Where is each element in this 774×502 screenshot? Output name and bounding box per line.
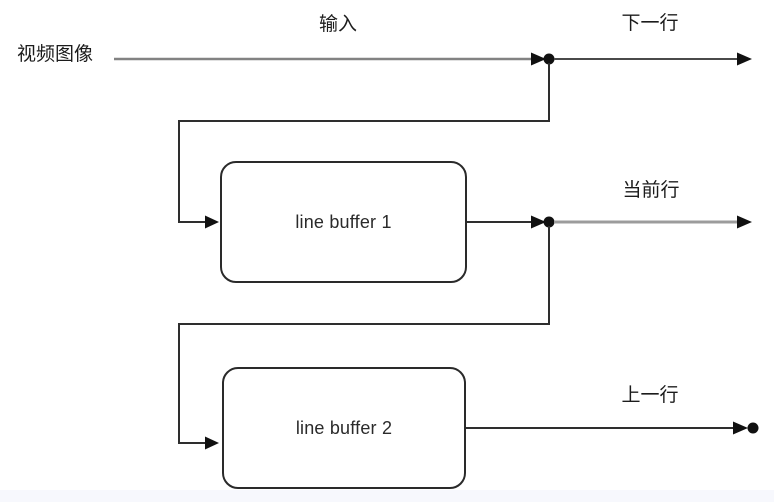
node-line-buffer-2-label: line buffer 2 <box>295 417 393 438</box>
input-edge-label: 输入 <box>318 14 357 35</box>
node-line-buffer-2: line buffer 2 <box>222 367 466 489</box>
junction-dot-2 <box>543 216 555 228</box>
bottom-strip <box>0 490 774 502</box>
arrowhead-icon <box>531 52 546 66</box>
feedback-wire-1 <box>178 63 550 223</box>
arrowhead-icon <box>737 215 752 229</box>
node-line-buffer-1-label: line buffer 1 <box>295 211 392 232</box>
prev-row-label: 上一行 <box>621 385 679 406</box>
terminal-dot <box>747 422 759 434</box>
current-row-label: 当前行 <box>622 180 680 201</box>
feedback-wire-2 <box>178 226 550 444</box>
junction-dot-1 <box>543 53 555 65</box>
node-line-buffer-1: line buffer 1 <box>220 161 467 283</box>
arrowhead-icon <box>737 52 752 66</box>
arrowhead-icon <box>733 421 748 435</box>
arrowhead-icon <box>205 436 219 450</box>
video-image-label: 视频图像 <box>16 44 93 65</box>
arrowhead-icon <box>531 215 546 229</box>
arrowhead-icon <box>205 215 219 229</box>
next-row-label: 下一行 <box>621 13 679 34</box>
